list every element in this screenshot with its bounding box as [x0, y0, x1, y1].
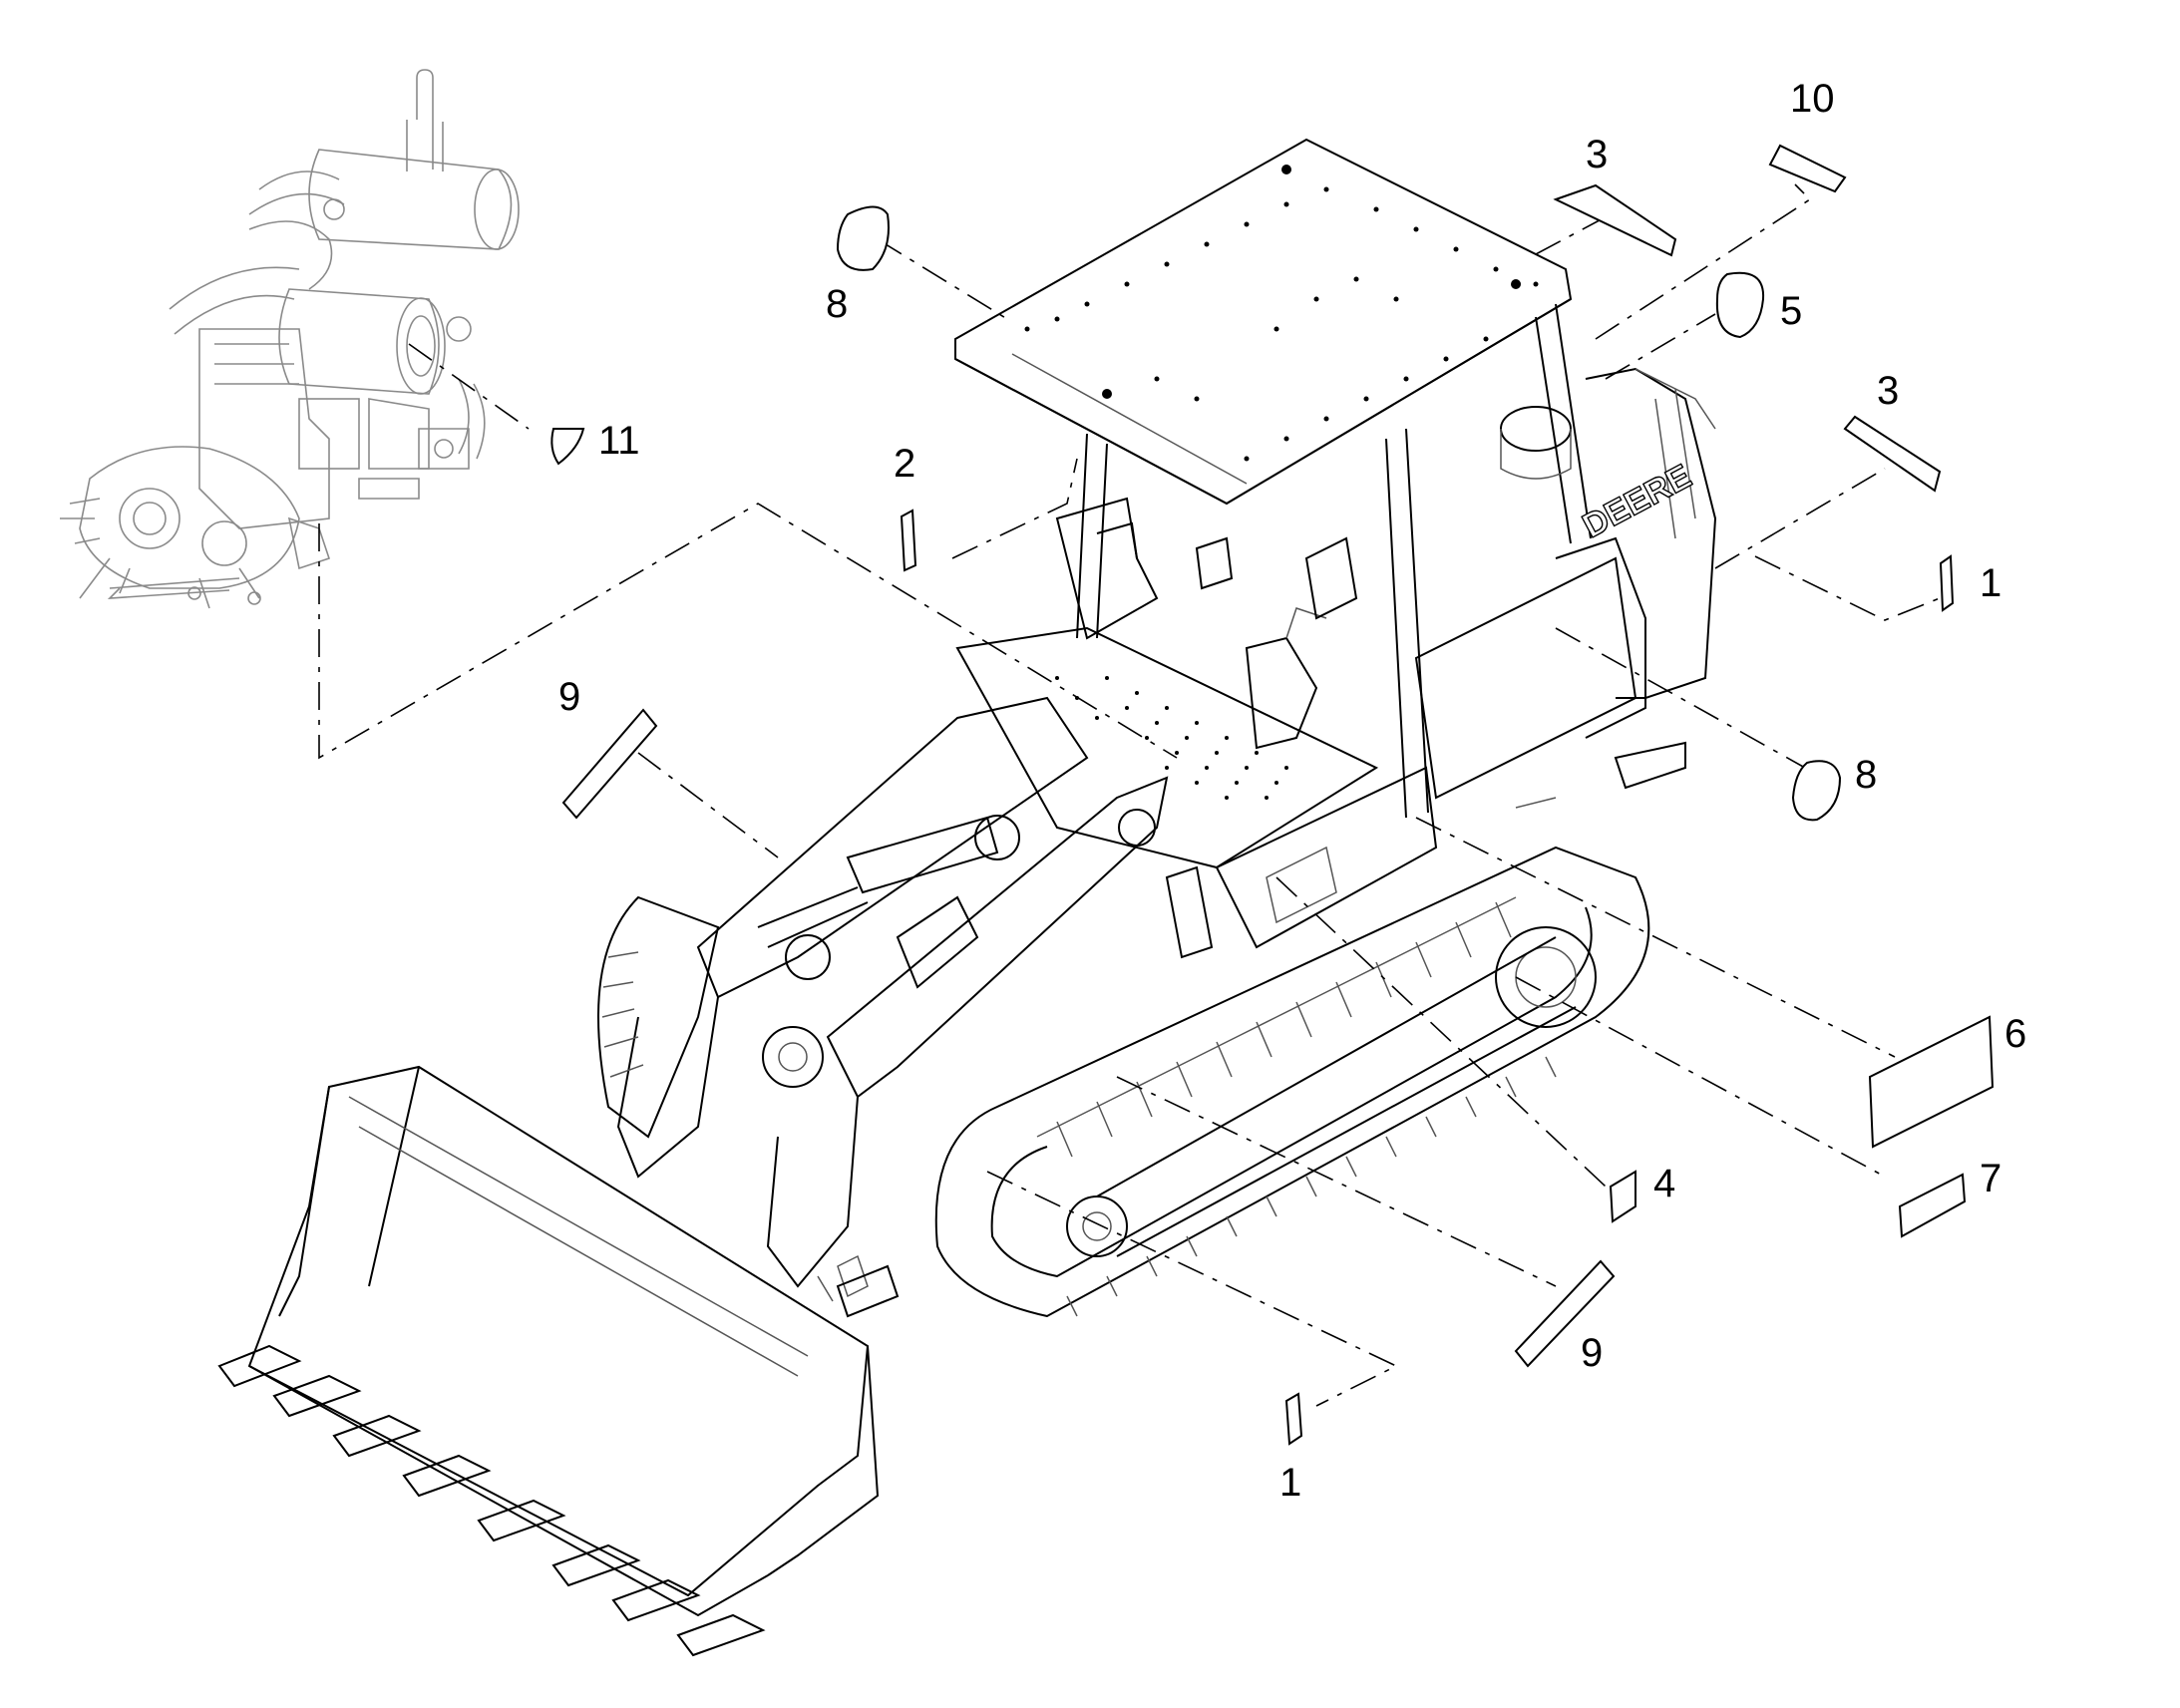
- callout-8-right: 8: [1855, 753, 1877, 797]
- decal-7-shape: [1898, 1173, 1967, 1238]
- callout-9-bottom: 9: [1581, 1331, 1603, 1375]
- track-loader-illustration: DEERE: [217, 138, 1717, 1657]
- callout-labels: 1 1 2 3 3 4 5 6 7 8 8 9 9 10 11: [558, 77, 2026, 1505]
- decal-5-shape: [1715, 271, 1765, 339]
- decal-9-bottom-shape: [1514, 1259, 1616, 1368]
- cab-brand-lettering: DEERE: [1577, 458, 1697, 546]
- decal-4-shape: [1609, 1170, 1636, 1223]
- decal-3-top-shape: [1553, 183, 1677, 257]
- callout-9-left: 9: [558, 675, 580, 719]
- decal-6-shape: [1868, 1015, 1995, 1149]
- decal-8-left-shape: [836, 205, 890, 271]
- callout-1-bottom: 1: [1279, 1461, 1301, 1505]
- callout-3-right: 3: [1877, 369, 1899, 413]
- callout-2: 2: [894, 442, 915, 486]
- callout-4: 4: [1653, 1162, 1675, 1205]
- leader-lines: [318, 183, 1946, 1407]
- callout-6: 6: [2004, 1012, 2026, 1056]
- callout-7: 7: [1980, 1157, 2001, 1200]
- roof-rivet-pattern: [1024, 165, 1539, 462]
- decal-10-shape: [1768, 144, 1847, 193]
- callout-1-top: 1: [1980, 561, 2001, 605]
- callout-11: 11: [598, 419, 640, 463]
- decal-2-shape: [900, 509, 917, 572]
- callout-8-left: 8: [826, 282, 848, 326]
- track-grousers: [1036, 896, 1557, 1317]
- decal-1-bottom-shape: [1284, 1392, 1303, 1446]
- deck-perforation: [1055, 676, 1288, 800]
- decal-shapes: [550, 144, 1995, 1446]
- decal-11-shape: [550, 428, 585, 466]
- engine-assembly-illustration: [60, 69, 520, 609]
- callout-10: 10: [1790, 77, 1835, 121]
- callout-5: 5: [1780, 289, 1802, 333]
- callout-3-top: 3: [1586, 133, 1608, 176]
- decal-9-left-shape: [561, 708, 658, 820]
- decal-1-top-shape: [1939, 554, 1955, 612]
- bucket-teeth: [217, 1344, 766, 1657]
- decal-3-right-shape: [1843, 415, 1942, 493]
- decal-8-right-shape: [1791, 760, 1842, 822]
